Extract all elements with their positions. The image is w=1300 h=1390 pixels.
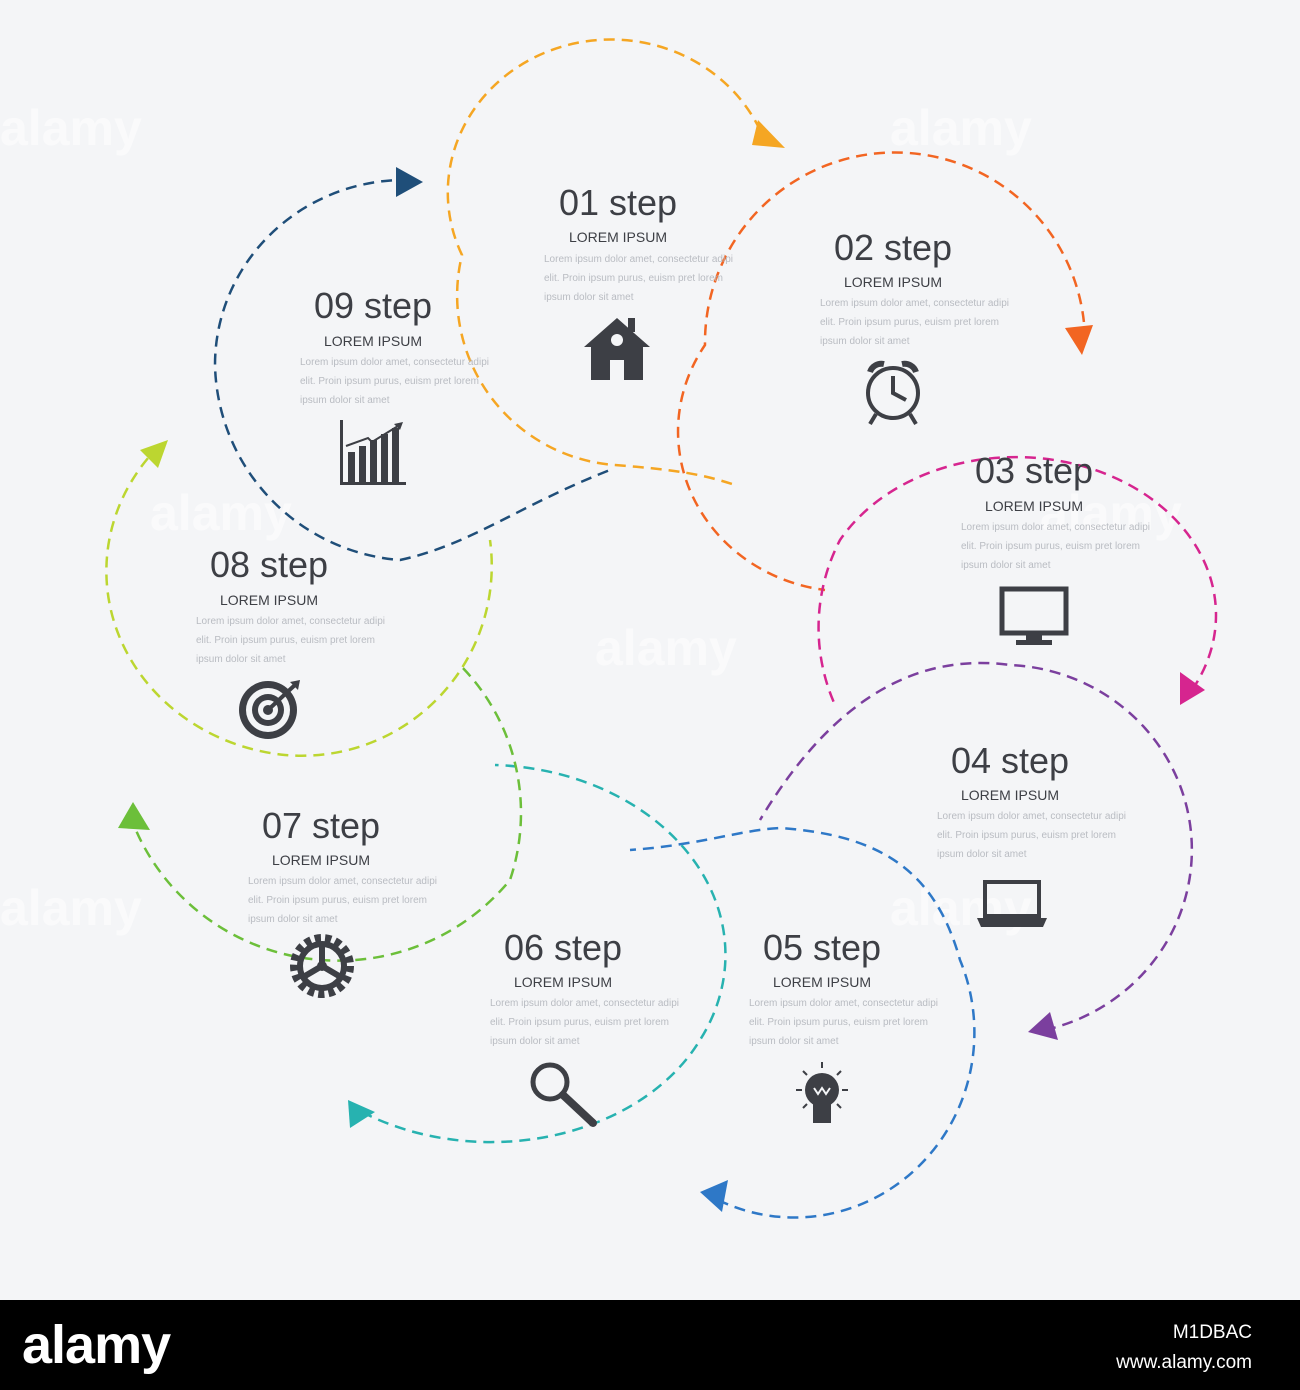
step-subtitle: LOREM IPSUM	[844, 274, 942, 290]
step-body-line: ipsum dolor sit amet	[937, 849, 1027, 860]
step-subtitle: LOREM IPSUM	[514, 974, 612, 990]
step-body-line: ipsum dolor sit amet	[961, 560, 1051, 571]
step-01: 01 step LOREM IPSUM Lorem ipsum dolor am…	[544, 182, 733, 380]
arrow-icon	[700, 1180, 728, 1212]
step-body-line: ipsum dolor sit amet	[300, 395, 390, 406]
step-09: 09 step LOREM IPSUM Lorem ipsum dolor am…	[300, 285, 489, 485]
arrow-icon	[1065, 325, 1093, 355]
arc-step-06	[361, 763, 727, 1144]
arrow-icon	[1028, 1012, 1058, 1040]
bar-chart-icon	[340, 420, 406, 485]
arc-step-09	[213, 178, 611, 562]
step-06: 06 step LOREM IPSUM Lorem ipsum dolor am…	[490, 927, 679, 1127]
step-body-line: elit. Proin ipsum purus, euism pret lore…	[490, 1017, 669, 1028]
arrow-icon	[118, 802, 150, 830]
step-body-line: Lorem ipsum dolor amet, consectetur adip…	[961, 522, 1150, 533]
step-body-line: elit. Proin ipsum purus, euism pret lore…	[937, 830, 1116, 841]
step-title: 04 step	[951, 740, 1069, 781]
arc-step-07	[128, 664, 523, 962]
arc-step-02	[676, 151, 1087, 592]
step-body-line: elit. Proin ipsum purus, euism pret lore…	[961, 541, 1140, 552]
alarm-clock-icon	[866, 360, 920, 426]
step-subtitle: LOREM IPSUM	[324, 333, 422, 349]
step-body-line: Lorem ipsum dolor amet, consectetur adip…	[490, 998, 679, 1009]
step-subtitle: LOREM IPSUM	[773, 974, 871, 990]
step-body-line: Lorem ipsum dolor amet, consectetur adip…	[248, 876, 437, 887]
step-body-line: Lorem ipsum dolor amet, consectetur adip…	[749, 998, 938, 1009]
arrow-icon	[1180, 672, 1205, 705]
step-subtitle: LOREM IPSUM	[961, 787, 1059, 803]
step-title: 05 step	[763, 927, 881, 968]
step-05: 05 step LOREM IPSUM Lorem ipsum dolor am…	[749, 927, 938, 1123]
laptop-icon	[977, 880, 1047, 927]
footer-bar: alamy M1DBAC www.alamy.com	[0, 1300, 1300, 1390]
step-body-line: elit. Proin ipsum purus, euism pret lore…	[544, 273, 723, 284]
step-title: 06 step	[504, 927, 622, 968]
footer-url[interactable]: www.alamy.com	[1116, 1352, 1252, 1373]
step-body-line: Lorem ipsum dolor amet, consectetur adip…	[544, 254, 733, 265]
arrow-icon	[348, 1100, 375, 1128]
arc-step-04	[758, 661, 1194, 1032]
step-03: 03 step LOREM IPSUM Lorem ipsum dolor am…	[961, 450, 1150, 645]
step-body-line: elit. Proin ipsum purus, euism pret lore…	[248, 895, 427, 906]
step-title: 08 step	[210, 544, 328, 585]
step-subtitle: LOREM IPSUM	[220, 592, 318, 608]
step-07: 07 step LOREM IPSUM Lorem ipsum dolor am…	[248, 805, 437, 998]
step-title: 07 step	[262, 805, 380, 846]
step-body-line: elit. Proin ipsum purus, euism pret lore…	[196, 635, 375, 646]
step-body-line: ipsum dolor sit amet	[544, 292, 634, 303]
arc-step-08	[105, 444, 493, 757]
step-body-line: Lorem ipsum dolor amet, consectetur adip…	[300, 357, 489, 368]
step-title: 01 step	[559, 182, 677, 223]
step-body-line: ipsum dolor sit amet	[490, 1036, 580, 1047]
watermark: alamy	[1040, 485, 1182, 541]
arc-step-01	[446, 38, 762, 487]
watermark: alamy	[890, 100, 1032, 156]
infographic-diagram: alamy alamy alamy alamy alamy alamy alam…	[0, 38, 1218, 1219]
step-body-line: ipsum dolor sit amet	[248, 914, 338, 925]
step-body-line: ipsum dolor sit amet	[820, 336, 910, 347]
arrow-icon	[396, 167, 423, 197]
step-body-line: elit. Proin ipsum purus, euism pret lore…	[820, 317, 999, 328]
arrow-layer	[118, 120, 1205, 1212]
step-title: 02 step	[834, 227, 952, 268]
watermark-layer: alamy alamy alamy alamy alamy alamy alam…	[0, 100, 1182, 936]
step-subtitle: LOREM IPSUM	[985, 498, 1083, 514]
step-title: 09 step	[314, 285, 432, 326]
watermark: alamy	[150, 485, 292, 541]
home-icon	[584, 318, 650, 380]
target-icon	[239, 680, 300, 739]
arc-step-05	[629, 826, 976, 1219]
arrow-icon	[140, 440, 168, 468]
step-title: 03 step	[975, 450, 1093, 491]
arc-step-03	[817, 455, 1218, 706]
step-body-line: elit. Proin ipsum purus, euism pret lore…	[300, 376, 479, 387]
lightbulb-icon	[796, 1062, 848, 1123]
step-subtitle: LOREM IPSUM	[569, 229, 667, 245]
watermark: alamy	[890, 880, 1032, 936]
step-body-line: ipsum dolor sit amet	[749, 1036, 839, 1047]
footer-image-id: M1DBAC	[1172, 1322, 1252, 1343]
step-body-line: elit. Proin ipsum purus, euism pret lore…	[749, 1017, 928, 1028]
step-body-line: Lorem ipsum dolor amet, consectetur adip…	[820, 298, 1009, 309]
monitor-icon	[999, 586, 1069, 645]
footer-logo[interactable]: alamy	[22, 1315, 171, 1375]
arrow-icon	[752, 120, 785, 148]
gear-icon	[290, 934, 354, 998]
step-08: 08 step LOREM IPSUM Lorem ipsum dolor am…	[196, 544, 385, 739]
watermark: alamy	[0, 880, 142, 936]
watermark: alamy	[595, 620, 737, 676]
magnifier-icon	[530, 1062, 597, 1127]
arc-layer	[105, 38, 1218, 1219]
step-body-line: Lorem ipsum dolor amet, consectetur adip…	[937, 811, 1126, 822]
step-subtitle: LOREM IPSUM	[272, 852, 370, 868]
watermark: alamy	[0, 100, 142, 156]
step-body-line: Lorem ipsum dolor amet, consectetur adip…	[196, 616, 385, 627]
step-04: 04 step LOREM IPSUM Lorem ipsum dolor am…	[937, 740, 1126, 927]
step-body-line: ipsum dolor sit amet	[196, 654, 286, 665]
step-02: 02 step LOREM IPSUM Lorem ipsum dolor am…	[820, 227, 1009, 426]
